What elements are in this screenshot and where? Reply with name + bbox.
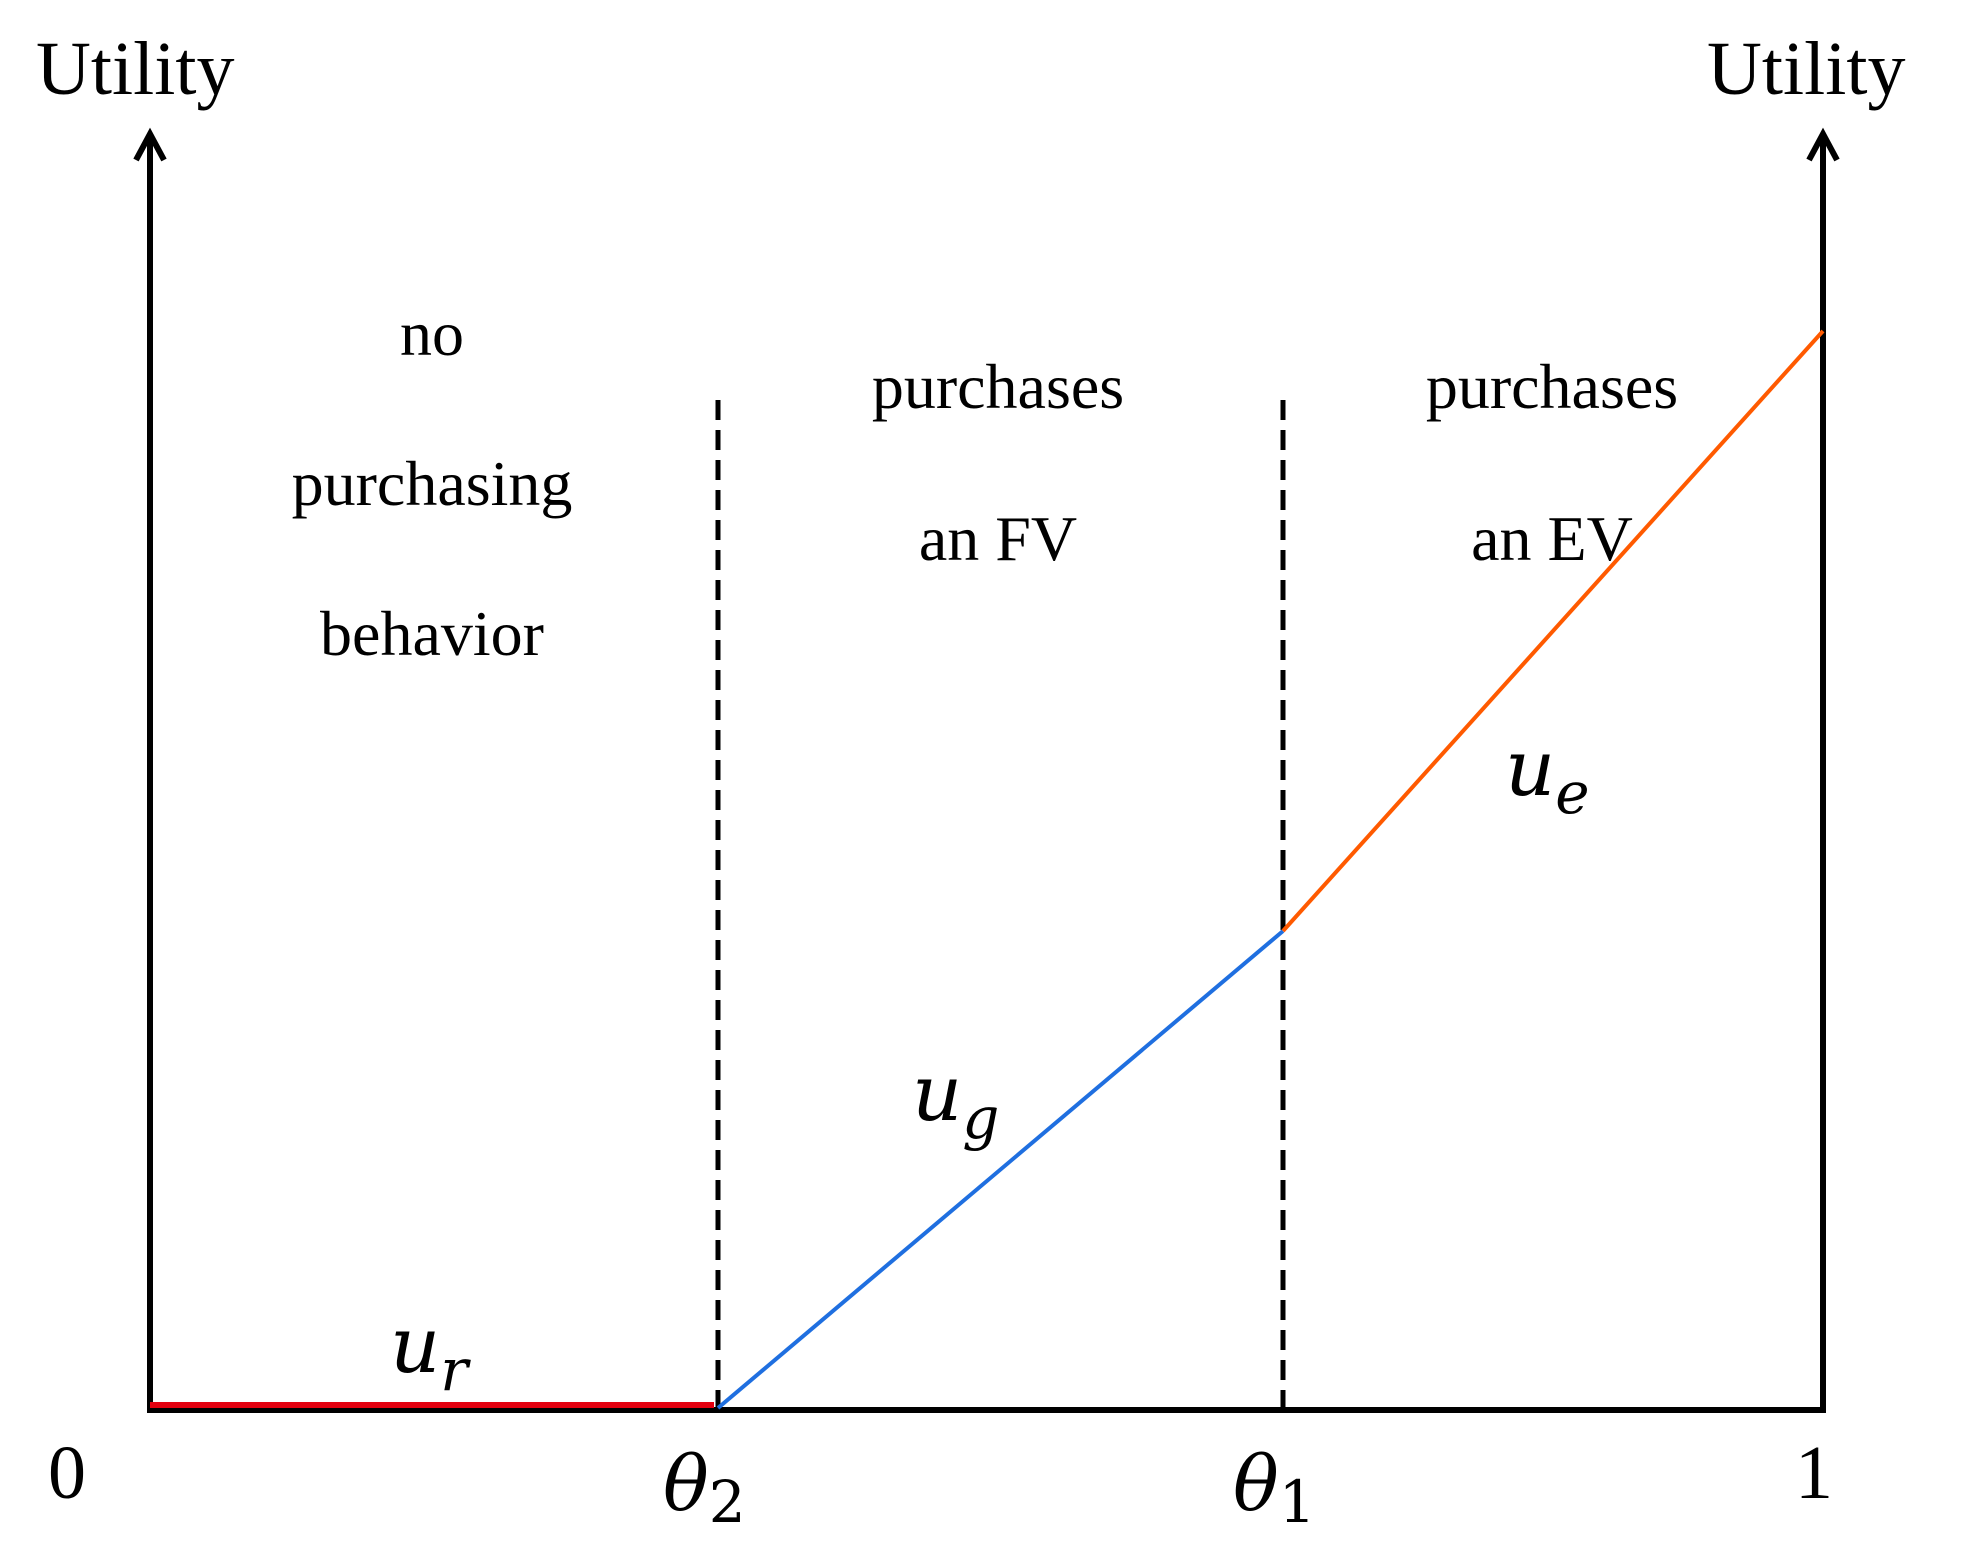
region-fv-label: purchases an FV — [872, 351, 1124, 574]
svg-text:purchases: purchases — [1426, 351, 1678, 422]
region-ev-label: purchases an EV — [1426, 351, 1678, 574]
ug-label: ug — [912, 1049, 999, 1152]
left-arrowhead-icon — [133, 127, 167, 162]
right-axis-label: Utility — [1707, 27, 1905, 111]
svg-text:behavior: behavior — [320, 598, 544, 669]
svg-text:purchases: purchases — [872, 351, 1124, 422]
right-arrowhead-icon — [1806, 127, 1840, 162]
tick-theta2: θ2 — [663, 1439, 746, 1536]
svg-text:no: no — [400, 298, 464, 369]
tick-theta1: θ1 — [1233, 1439, 1316, 1536]
svg-text:purchasing: purchasing — [292, 448, 573, 519]
ug-line — [716, 929, 1285, 1410]
region-no-purchase-label: no purchasing behavior — [292, 298, 573, 669]
tick-one: 1 — [1795, 1431, 1833, 1515]
svg-text:an FV: an FV — [919, 503, 1077, 574]
svg-text:an EV: an EV — [1471, 503, 1633, 574]
tick-zero: 0 — [48, 1431, 86, 1515]
ue-label: ue — [1505, 724, 1590, 827]
left-axis-label: Utility — [36, 27, 234, 111]
ue-line — [1281, 329, 1825, 933]
ur-label: ur — [390, 1301, 471, 1404]
